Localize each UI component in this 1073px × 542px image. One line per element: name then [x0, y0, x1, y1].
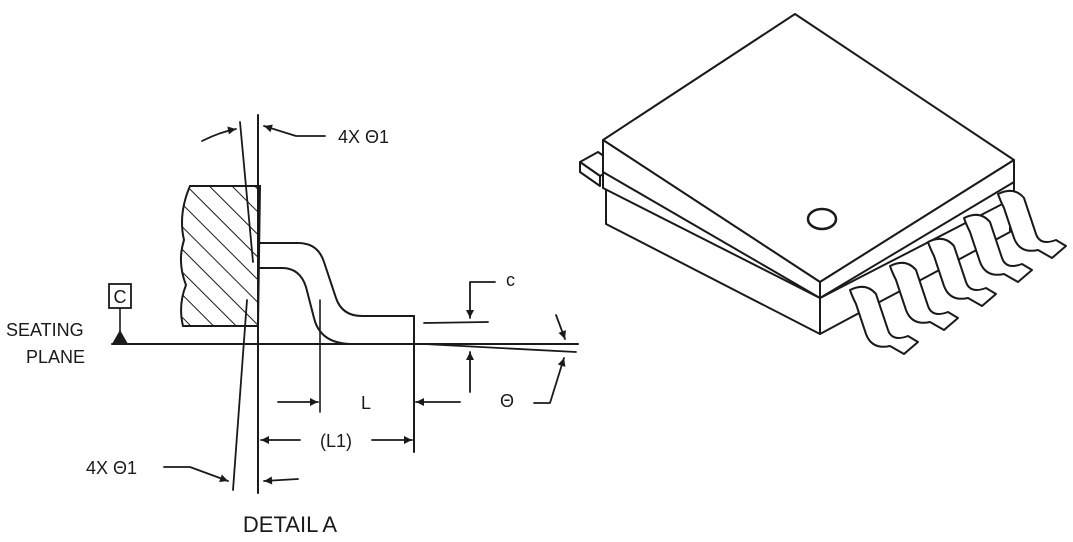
draft-line-top	[239, 121, 254, 263]
theta1-top-label: 4X Θ1	[338, 127, 389, 147]
theta-leader	[533, 357, 566, 404]
detail-a-caption: DETAIL A	[243, 512, 337, 537]
lead-tip-extension-low	[423, 343, 577, 353]
theta-arrow-top	[555, 314, 566, 340]
lead-2	[889, 261, 959, 331]
detail-a-view: C SEATING PLANE 4X Θ1 4X Θ1 c Θ L (L1) D…	[6, 114, 579, 537]
theta1-bottom-label: 4X Θ1	[86, 458, 137, 478]
seating-plane-label-1: SEATING	[6, 320, 84, 340]
seating-plane-label-2: PLANE	[26, 347, 85, 367]
lead-5	[997, 189, 1067, 259]
package-front-leads	[849, 189, 1067, 355]
theta1-bottom-leader	[163, 466, 229, 482]
c-dim-leader-top	[466, 281, 496, 319]
theta1-top-leader	[263, 124, 326, 137]
c-label: c	[506, 270, 515, 290]
draft-line-bottom	[232, 299, 248, 491]
datum-c-label: C	[114, 287, 127, 307]
L-label: L	[361, 393, 371, 413]
L1-label: (L1)	[320, 431, 352, 451]
package-left-lead-side	[579, 161, 601, 187]
lead-outline	[259, 242, 415, 345]
datum-triangle	[112, 330, 128, 344]
theta-label: Θ	[500, 391, 514, 411]
theta1-top-arc	[201, 126, 237, 142]
lead-1	[849, 285, 919, 355]
pin1-dot	[806, 207, 838, 231]
package-body-top-right-side	[819, 159, 1015, 299]
body-section-hatched	[180, 185, 262, 327]
lead-tip-extension-top	[423, 321, 489, 324]
lead-3	[927, 237, 997, 307]
lead-4	[963, 213, 1033, 283]
theta1-bottom-arrow-right	[263, 476, 299, 485]
package-3d-view	[579, 13, 1067, 355]
